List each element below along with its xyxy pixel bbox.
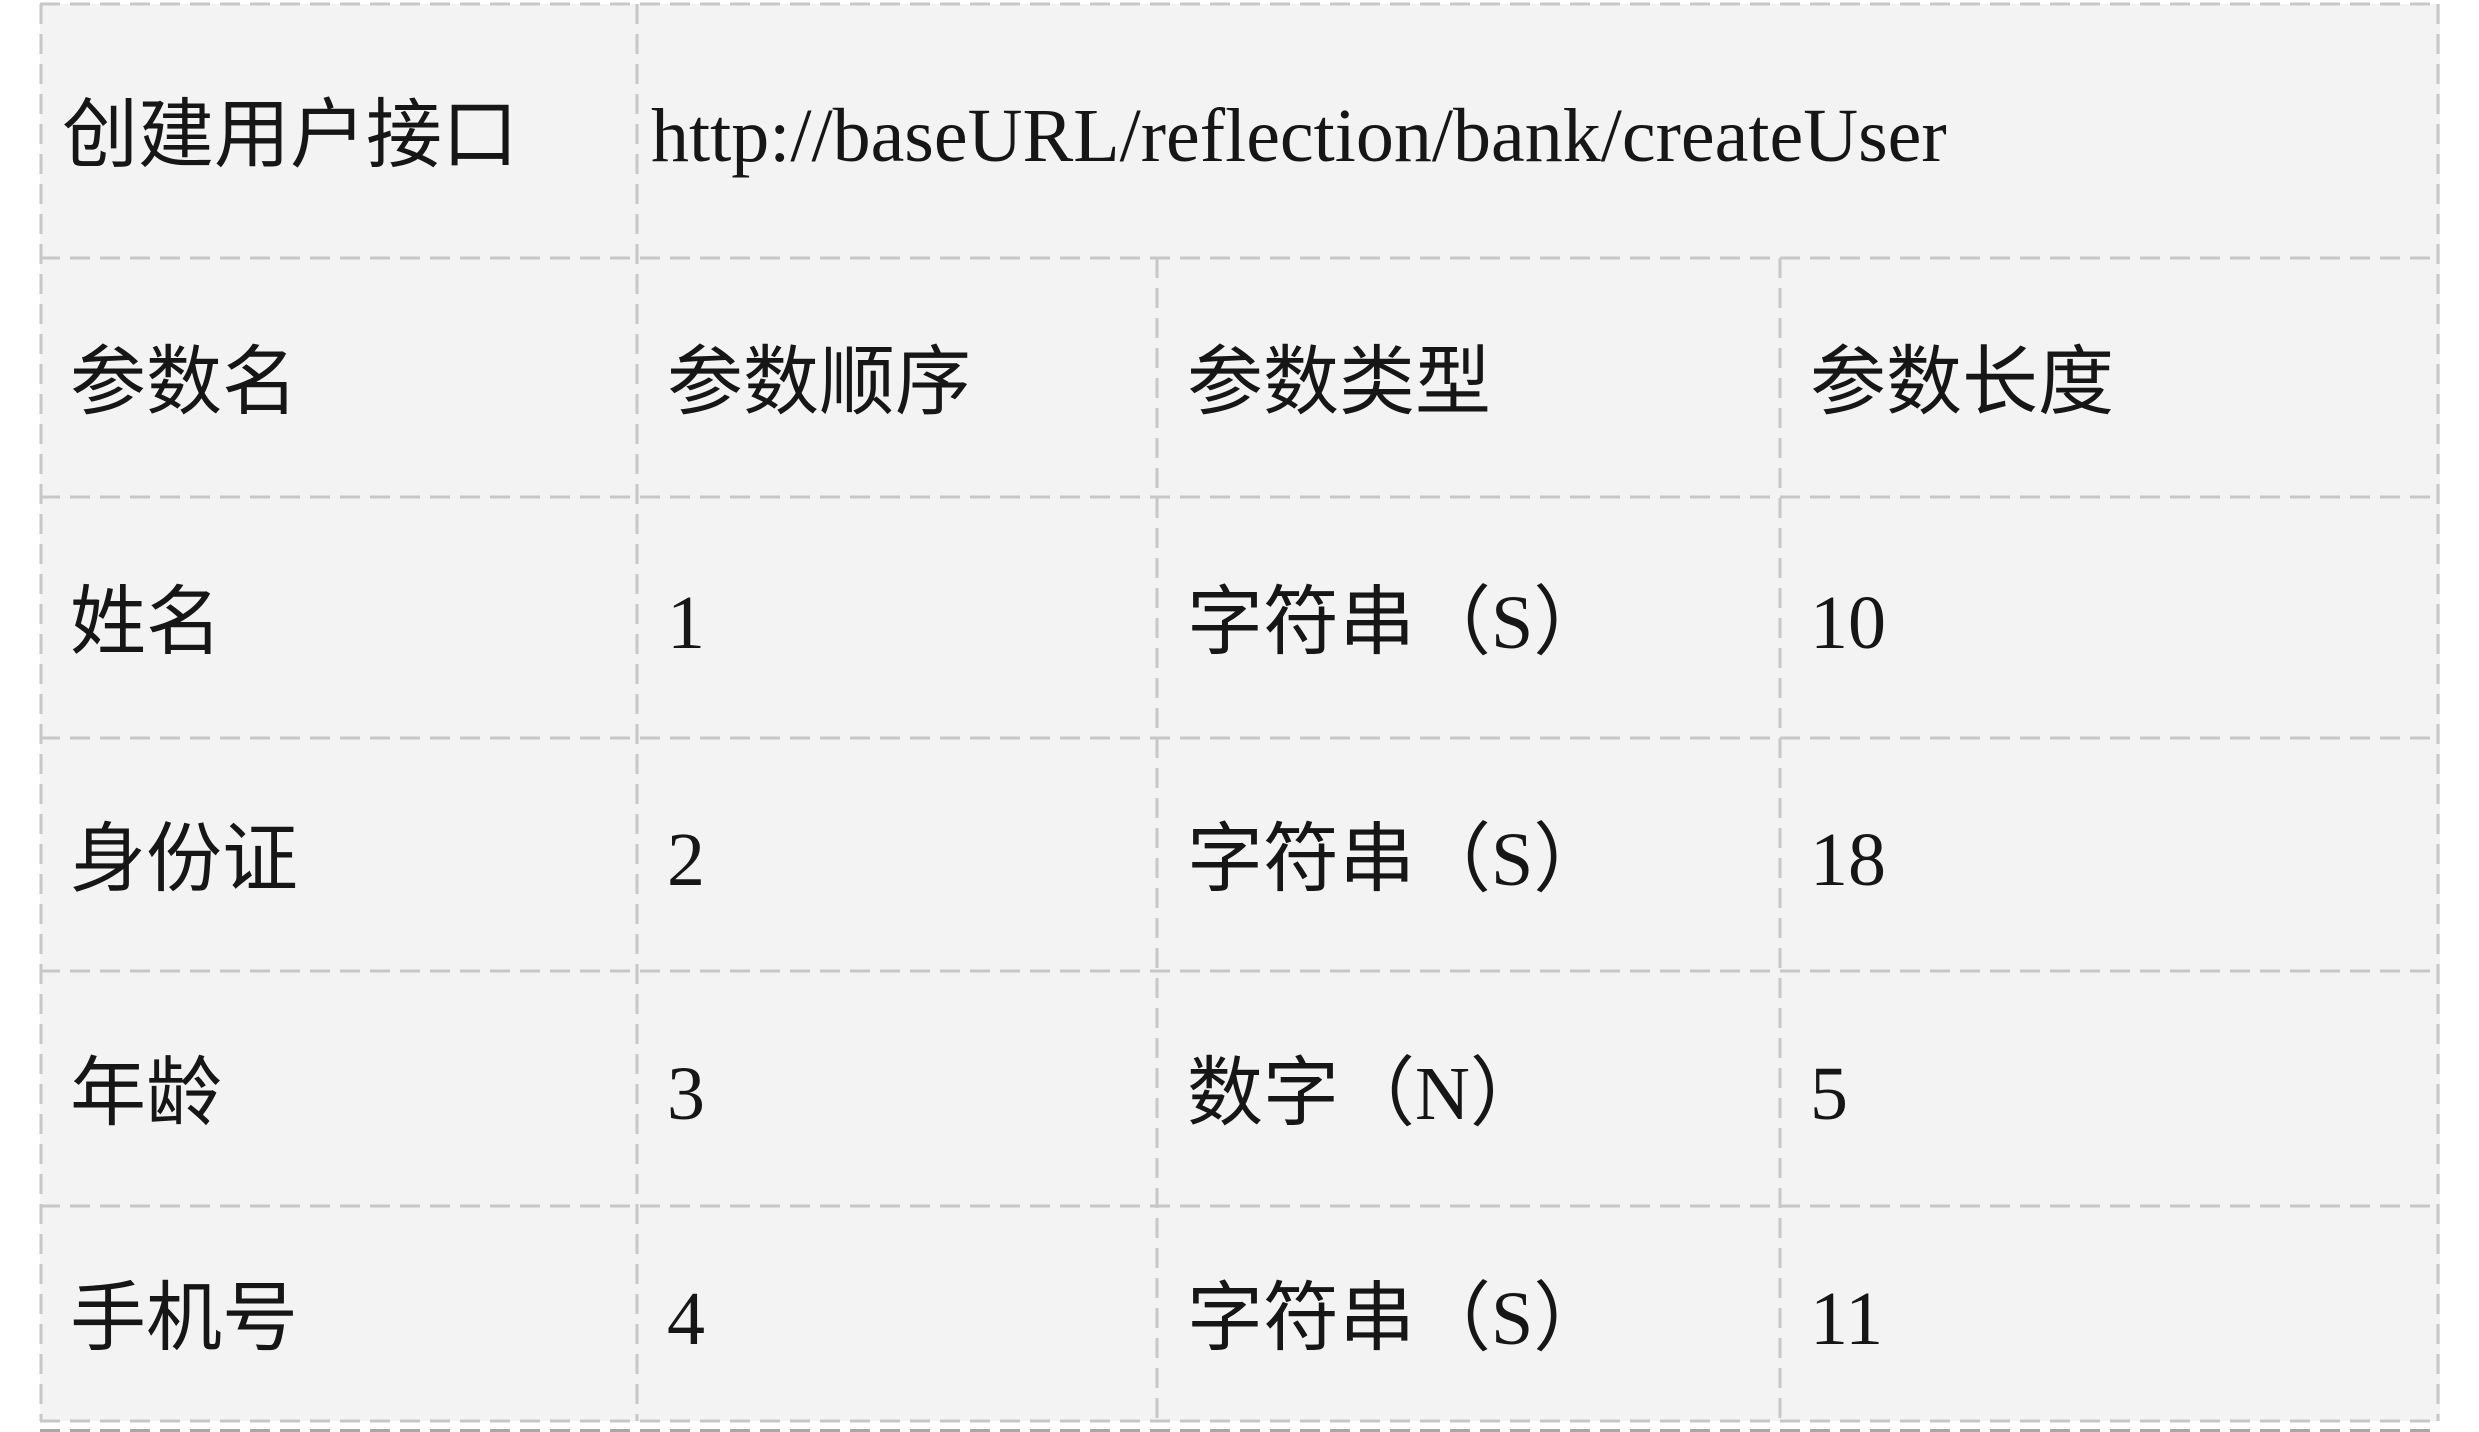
endpoint-row: 创建用户接口 http://baseURL/reflection/bank/cr… [40,4,2440,258]
param-order-cell: 3 [667,1051,705,1136]
param-length-cell: 5 [1810,1051,1848,1136]
header-param-name: 参数名 [70,340,298,425]
param-order-cell: 4 [667,1276,705,1361]
param-type-cell: 字符串（S） [1187,817,1610,902]
param-length-cell: 18 [1810,817,1886,902]
header-param-length: 参数长度 [1810,340,2114,425]
param-order-cell: 1 [667,580,705,665]
endpoint-label: 创建用户接口 [62,94,518,179]
table-background [40,4,2440,1421]
param-order-cell: 2 [667,817,705,902]
param-name-cell: 姓名 [70,580,222,665]
header-row: 参数名 参数顺序 参数类型 参数长度 [40,258,2440,497]
param-name-cell: 年龄 [70,1051,222,1136]
api-parameter-table: 创建用户接口 http://baseURL/reflection/bank/cr… [40,4,2440,1421]
param-type-cell: 数字（N） [1187,1051,1546,1136]
param-type-cell: 字符串（S） [1187,1276,1610,1361]
param-name-cell: 身份证 [70,817,298,902]
param-type-cell: 字符串（S） [1187,580,1610,665]
header-param-type: 参数类型 [1187,340,1491,425]
param-row: 姓名 1 字符串（S） 10 [40,497,2440,738]
endpoint-url: http://baseURL/reflection/bank/createUse… [651,94,1947,179]
param-row: 年龄 3 数字（N） 5 [40,971,2440,1206]
header-param-order: 参数顺序 [667,340,971,425]
param-length-cell: 10 [1810,580,1886,665]
param-name-cell: 手机号 [70,1276,298,1361]
param-length-cell: 11 [1810,1276,1884,1361]
param-row: 手机号 4 字符串（S） 11 [40,1206,2440,1421]
param-row: 身份证 2 字符串（S） 18 [40,738,2440,971]
